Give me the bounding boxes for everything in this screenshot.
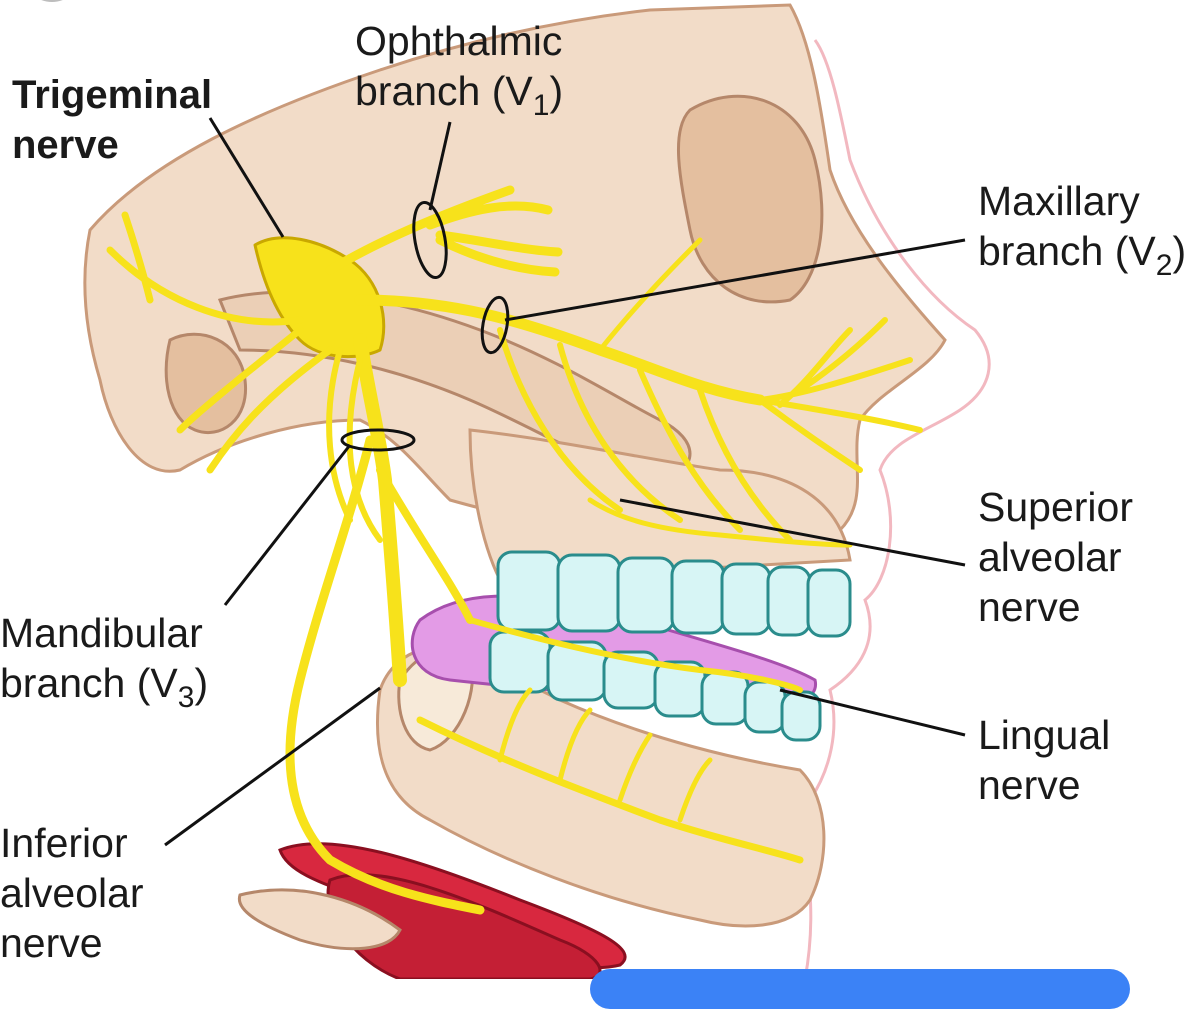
leader-trigeminal <box>208 117 285 238</box>
upper-tooth <box>670 559 726 635</box>
corner-avatar-fragment <box>22 0 82 2</box>
label-ophthalmic-line2: branch (V1) <box>355 66 564 121</box>
label-superior-line1: Superior <box>978 484 1133 530</box>
label-maxillary-line1: Maxillary <box>978 178 1140 224</box>
upper-tooth <box>496 550 562 632</box>
mandibular-condyle <box>164 332 248 435</box>
eye-orbit <box>676 94 824 304</box>
mandible <box>375 645 826 928</box>
label-ophthalmic-subscript: 1 <box>532 89 550 122</box>
skin-profile-outline <box>803 39 991 979</box>
label-mandibular-branch: Mandibular branch (V3) <box>0 608 209 713</box>
label-mandibular-line1: Mandibular <box>0 610 203 656</box>
label-mandibular-prefix: branch (V <box>0 660 178 706</box>
upper-tooth <box>766 565 812 637</box>
upper-tooth <box>720 562 772 636</box>
label-trigeminal-line1: Trigeminal <box>12 73 213 117</box>
label-maxillary-line2: branch (V2) <box>978 226 1187 281</box>
leader-mandibular <box>223 444 352 606</box>
skull-illustration <box>83 3 991 979</box>
upper-tooth <box>616 556 676 634</box>
label-lingual-nerve: Lingual nerve <box>978 710 1110 810</box>
label-superior-line3: nerve <box>978 584 1081 630</box>
leader-inferior-alveolar <box>164 686 381 847</box>
label-superior-line2: alveolar <box>978 534 1122 580</box>
label-inferior-line2: alveolar <box>0 870 144 916</box>
leader-lingual <box>779 688 966 737</box>
upper-tooth <box>556 553 622 633</box>
leader-lines <box>164 117 966 847</box>
label-ophthalmic-prefix: branch (V <box>355 68 533 114</box>
label-maxillary-suffix: ) <box>1172 228 1187 274</box>
label-maxillary-prefix: branch (V <box>978 228 1156 274</box>
label-maxillary-subscript: 2 <box>1155 249 1173 282</box>
label-trigeminal-line2: nerve <box>12 123 119 167</box>
lower-tooth <box>700 670 750 726</box>
label-inferior-alveolar-nerve: Inferior alveolar nerve <box>0 818 144 968</box>
label-ophthalmic-suffix: ) <box>549 68 564 114</box>
nerve-branches <box>106 185 923 915</box>
upper-tooth <box>806 568 852 638</box>
bottom-action-button[interactable] <box>590 969 1130 1009</box>
label-inferior-line3: nerve <box>0 920 103 966</box>
leader-superior-alveolar <box>619 498 966 567</box>
label-ophthalmic-line1: Ophthalmic <box>355 18 563 64</box>
leader-maxillary <box>504 238 966 322</box>
upper-teeth <box>496 550 852 638</box>
label-superior-alveolar-nerve: Superior alveolar nerve <box>978 482 1133 632</box>
lower-tooth <box>743 680 787 734</box>
label-lingual-line2: nerve <box>978 762 1081 808</box>
label-inferior-line1: Inferior <box>0 820 128 866</box>
label-maxillary-branch: Maxillary branch (V2) <box>978 176 1187 281</box>
label-mandibular-suffix: ) <box>194 660 209 706</box>
cut-rings <box>340 200 510 452</box>
leader-ophthalmic <box>428 121 452 211</box>
label-mandibular-subscript: 3 <box>177 681 195 714</box>
label-mandibular-line2: branch (V3) <box>0 658 209 713</box>
label-lingual-line1: Lingual <box>978 712 1111 758</box>
label-ophthalmic-branch: Ophthalmic branch (V1) <box>355 16 564 121</box>
trigeminal-ganglion <box>253 236 386 359</box>
label-trigeminal-nerve: Trigeminal nerve <box>12 70 212 170</box>
